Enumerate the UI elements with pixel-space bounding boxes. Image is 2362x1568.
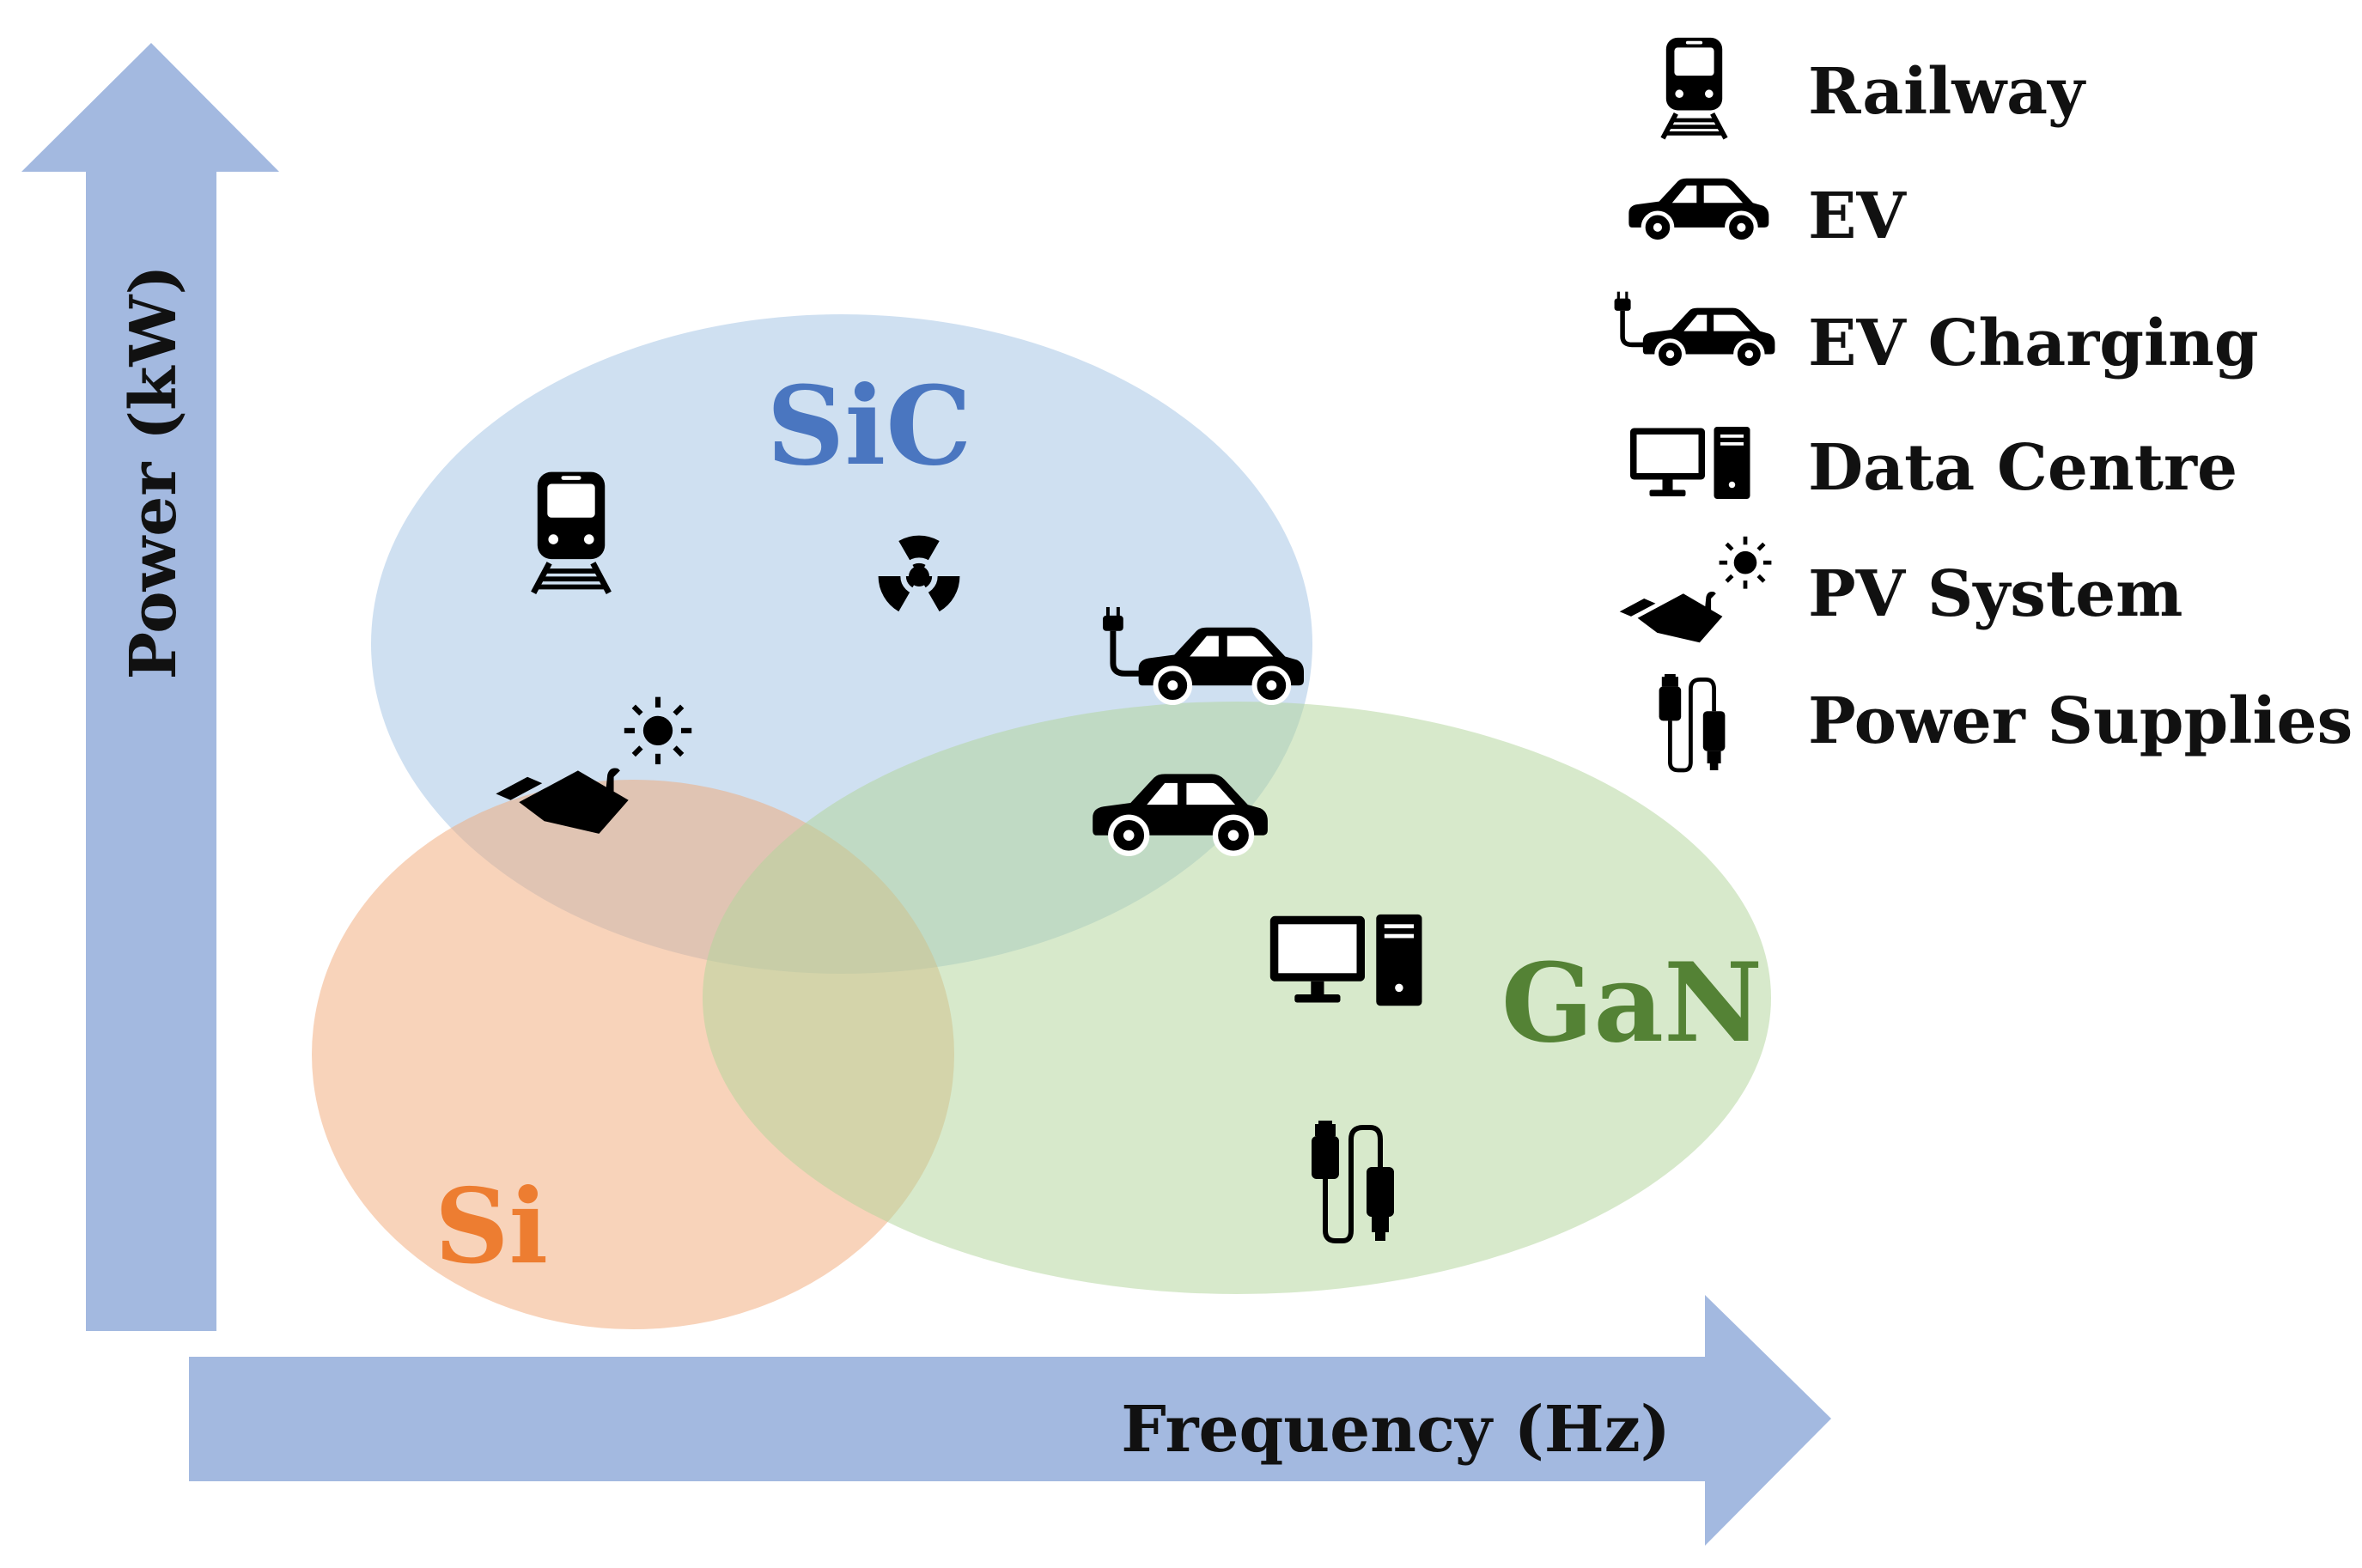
- legend-item-ev-charging: EV Charging: [1615, 292, 2259, 380]
- legend-label-ev: EV: [1808, 179, 1907, 253]
- legend-train-icon: [1663, 38, 1726, 138]
- legend-item-pv-system: PV System: [1620, 537, 2182, 643]
- y-axis-label: Power (kW): [117, 265, 191, 680]
- legend-label-pv-system: PV System: [1808, 557, 2182, 631]
- legend-label-railway: Railway: [1808, 55, 2086, 129]
- legend-item-power-supplies: Power Supplies: [1659, 674, 2353, 770]
- legend-ev-charging-icon: [1615, 292, 1775, 368]
- gan-label: GaN: [1501, 939, 1762, 1067]
- legend-label-ev-charging: EV Charging: [1808, 307, 2259, 380]
- frequency-axis-arrow: [189, 1295, 1831, 1546]
- legend-car-icon: [1628, 179, 1768, 242]
- x-axis-label: Frequency (Hz): [1121, 1393, 1671, 1467]
- legend-item-railway: Railway: [1663, 38, 2086, 138]
- legend-item-ev: EV: [1628, 179, 1907, 253]
- gan-region: [703, 702, 1771, 1294]
- usb-cable-icon: [1312, 1121, 1394, 1241]
- legend-label-data-centre: Data Centre: [1808, 431, 2237, 505]
- legend: Railway EV EV Charging Data Centre PV Sy…: [1615, 38, 2353, 770]
- legend-label-power-supplies: Power Supplies: [1808, 684, 2353, 758]
- legend-solar-panel-icon: [1620, 537, 1772, 643]
- sic-label: SiC: [766, 362, 971, 489]
- legend-usb-cable-icon: [1659, 674, 1726, 770]
- legend-item-data-centre: Data Centre: [1630, 427, 2237, 505]
- si-label: Si: [435, 1166, 548, 1287]
- power-axis-arrow: [21, 43, 279, 1331]
- legend-computer-icon: [1630, 427, 1750, 499]
